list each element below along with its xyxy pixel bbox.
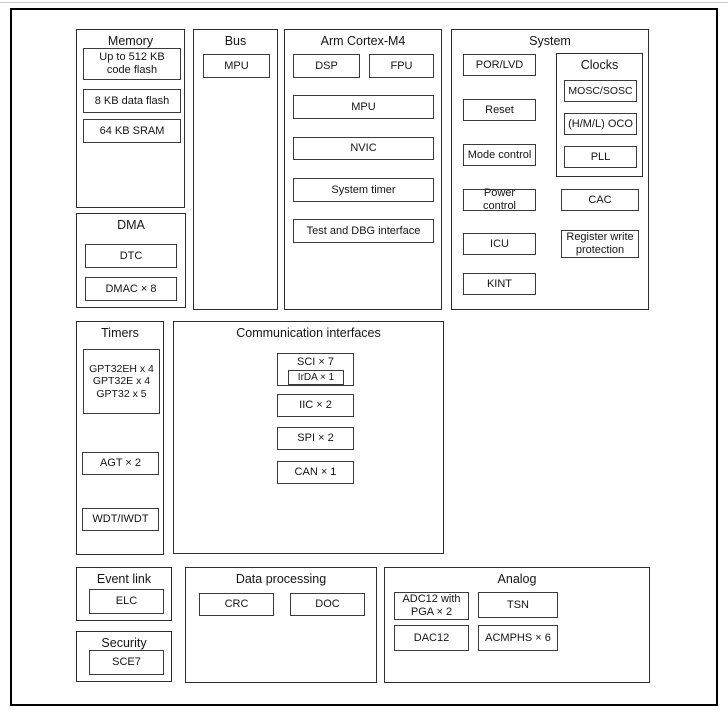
pll-box: PLL xyxy=(564,146,637,168)
event-link-block: Event link ELC xyxy=(76,567,172,621)
bus-block-title: Bus xyxy=(224,34,247,48)
clocks-subblock-title: Clocks xyxy=(580,58,619,72)
por-lvd-box: POR/LVD xyxy=(463,54,536,76)
icu-box: ICU xyxy=(463,233,536,255)
system-block-title: System xyxy=(529,34,571,48)
data-processing-block-title: Data processing xyxy=(235,572,327,586)
memory-block-title: Memory xyxy=(107,34,154,48)
bus-mpu-box: MPU xyxy=(203,54,270,78)
sram-box: 64 KB SRAM xyxy=(83,119,181,143)
communication-interfaces-title: Communication interfaces xyxy=(236,326,381,340)
can-box: CAN × 1 xyxy=(277,461,354,484)
spi-box: SPI × 2 xyxy=(277,427,354,450)
agt-box: AGT × 2 xyxy=(82,452,159,475)
cac-box: CAC xyxy=(561,189,639,211)
gpt-line-1: GPT32EH x 4 xyxy=(89,362,154,375)
dma-block: DMA DTC DMAC × 8 xyxy=(76,213,186,308)
mode-control-box: Mode control xyxy=(463,144,536,166)
sce7-box: SCE7 xyxy=(89,650,164,675)
sci-box: SCI × 7 IrDA × 1 xyxy=(277,353,354,386)
gpt-box: GPT32EH x 4 GPT32E x 4 GPT32 x 5 xyxy=(83,349,160,414)
acmphs-box: ACMPHS × 6 xyxy=(478,625,558,651)
code-flash-box: Up to 512 KB code flash xyxy=(83,48,181,80)
dmac-box: DMAC × 8 xyxy=(85,277,177,301)
timers-block-title: Timers xyxy=(101,326,139,340)
analog-block-title: Analog xyxy=(497,572,537,586)
security-block-title: Security xyxy=(101,636,147,650)
clocks-subblock: Clocks MOSC/SOSC (H/M/L) OCO PLL xyxy=(556,53,643,177)
adc12-pga-box: ADC12 with PGA × 2 xyxy=(394,592,469,620)
wdt-iwdt-box: WDT/IWDT xyxy=(82,508,159,531)
crc-box: CRC xyxy=(199,593,274,616)
kint-box: KINT xyxy=(463,273,536,295)
data-processing-block: Data processing CRC DOC xyxy=(185,567,377,683)
reset-box: Reset xyxy=(463,99,536,121)
communication-interfaces-block: Communication interfaces SCI × 7 IrDA × … xyxy=(173,321,444,554)
dma-block-title: DMA xyxy=(117,218,145,232)
gpt-line-2: GPT32E x 4 xyxy=(92,375,151,388)
tsn-box: TSN xyxy=(478,592,558,618)
cortex-m4-block: Arm Cortex-M4 DSP FPU MPU NVIC System ti… xyxy=(284,29,442,310)
gpt-line-3: GPT32 x 5 xyxy=(96,387,147,400)
analog-block: Analog ADC12 with PGA × 2 TSN DAC12 ACMP… xyxy=(384,567,650,683)
data-flash-box: 8 KB data flash xyxy=(83,89,181,113)
dsp-box: DSP xyxy=(293,54,360,78)
event-link-block-title: Event link xyxy=(96,572,152,586)
power-control-box: Power control xyxy=(463,187,536,212)
fpu-box: FPU xyxy=(369,54,434,78)
dtc-box: DTC xyxy=(85,244,177,268)
system-timer-box: System timer xyxy=(293,178,434,202)
memory-block: Memory Up to 512 KB code flash 8 KB data… xyxy=(76,29,185,208)
register-write-protection-box: Register write protection xyxy=(561,230,639,258)
iic-box: IIC × 2 xyxy=(277,394,354,417)
elc-box: ELC xyxy=(89,589,164,614)
cortex-mpu-box: MPU xyxy=(293,95,434,119)
timers-block: Timers GPT32EH x 4 GPT32E x 4 GPT32 x 5 … xyxy=(76,321,164,555)
irda-box: IrDA × 1 xyxy=(288,370,344,385)
security-block: Security SCE7 xyxy=(76,631,172,682)
mosc-sosc-box: MOSC/SOSC xyxy=(564,80,637,102)
nvic-box: NVIC xyxy=(293,137,434,160)
test-dbg-interface-box: Test and DBG interface xyxy=(293,219,434,243)
doc-box: DOC xyxy=(290,593,365,616)
bus-block: Bus MPU xyxy=(193,29,278,310)
system-block: System POR/LVD Reset Mode control Power … xyxy=(451,29,649,310)
cortex-m4-block-title: Arm Cortex-M4 xyxy=(320,34,406,48)
oco-box: (H/M/L) OCO xyxy=(564,113,637,135)
page-top-divider xyxy=(0,2,728,3)
dac12-box: DAC12 xyxy=(394,625,469,651)
sci-label: SCI × 7 xyxy=(297,356,334,368)
